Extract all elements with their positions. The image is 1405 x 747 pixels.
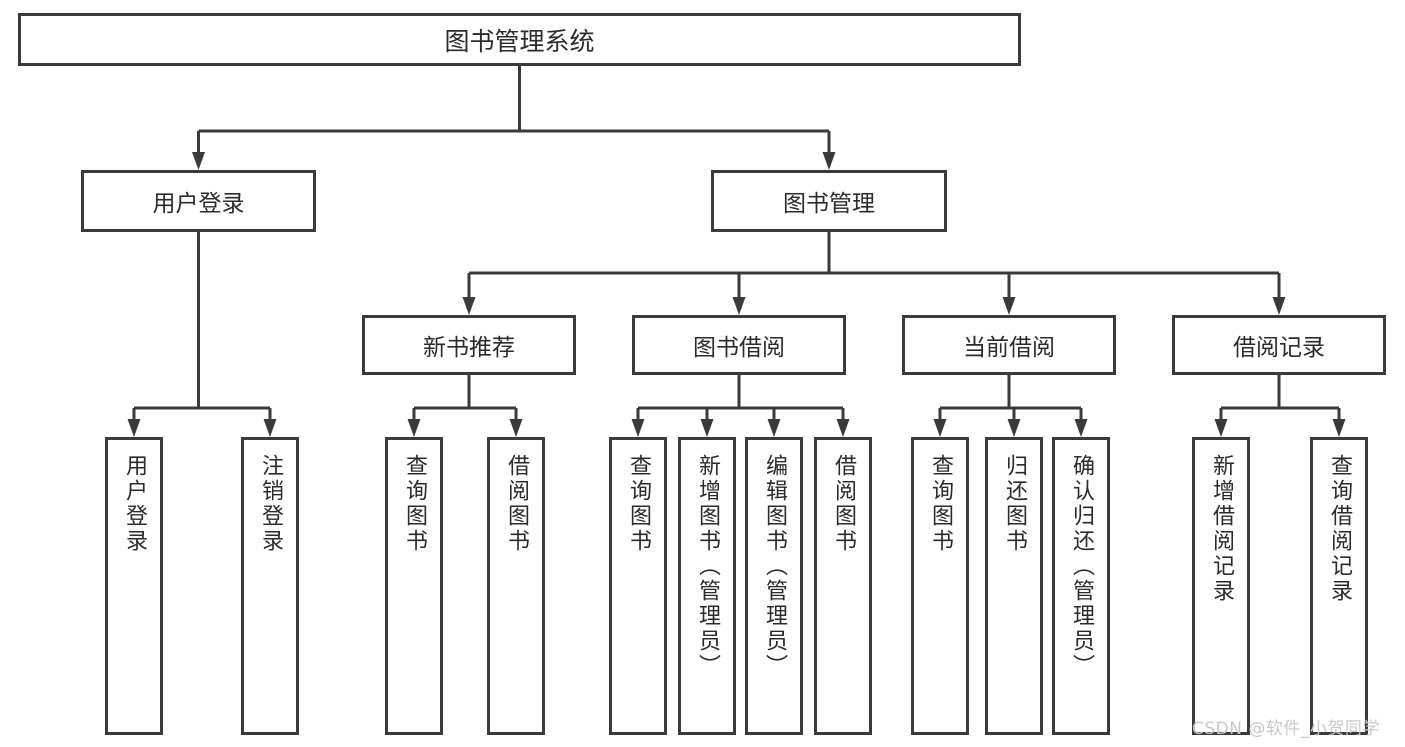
node-label: 归还图书 — [1002, 454, 1027, 554]
node-label: 新增借阅记录 — [1209, 454, 1234, 604]
node-leaf-query-book-3[interactable]: 查询图书 — [911, 437, 969, 735]
node-label: 确认归还（管理员） — [1069, 454, 1094, 679]
node-label: 用户登录 — [122, 454, 147, 554]
node-label: 图书借阅 — [693, 335, 785, 361]
node-leaf-confirm-return[interactable]: 确认归还（管理员） — [1052, 437, 1110, 735]
node-leaf-return-book[interactable]: 归还图书 — [985, 437, 1043, 735]
node-book-borrow[interactable]: 图书借阅 — [632, 315, 846, 375]
node-leaf-user-login[interactable]: 用户登录 — [105, 437, 163, 735]
node-label: 图书管理 — [783, 191, 875, 217]
node-label: 查询图书 — [928, 454, 953, 554]
node-label: 新增图书（管理员） — [695, 454, 720, 679]
node-leaf-add-record[interactable]: 新增借阅记录 — [1192, 437, 1250, 735]
node-leaf-edit-book[interactable]: 编辑图书（管理员） — [745, 437, 803, 735]
node-root[interactable]: 图书管理系统 — [18, 13, 1021, 66]
node-leaf-borrow-book-2[interactable]: 借阅图书 — [814, 437, 872, 735]
node-borrow-record[interactable]: 借阅记录 — [1172, 315, 1386, 375]
node-label: 借阅记录 — [1233, 335, 1325, 361]
node-label: 编辑图书（管理员） — [762, 454, 787, 679]
node-leaf-borrow-book-1[interactable]: 借阅图书 — [487, 437, 545, 735]
node-label: 注销登录 — [258, 454, 283, 554]
node-label: 查询图书 — [402, 454, 427, 554]
node-label: 查询图书 — [626, 454, 651, 554]
node-label: 用户登录 — [152, 191, 245, 217]
csdn-watermark: CSDN @软件_小贺同学 — [1192, 719, 1380, 739]
node-label: 借阅图书 — [831, 454, 856, 554]
node-leaf-query-book-1[interactable]: 查询图书 — [385, 437, 443, 735]
node-label: 查询借阅记录 — [1327, 454, 1352, 604]
node-leaf-user-logout[interactable]: 注销登录 — [241, 437, 299, 735]
node-label: 新书推荐 — [423, 335, 515, 361]
node-new-book-rec[interactable]: 新书推荐 — [362, 315, 576, 375]
node-label: 当前借阅 — [963, 335, 1055, 361]
node-label: 借阅图书 — [504, 454, 529, 554]
node-label: 图书管理系统 — [444, 26, 595, 56]
node-leaf-query-record[interactable]: 查询借阅记录 — [1310, 437, 1368, 735]
node-user-login[interactable]: 用户登录 — [81, 170, 316, 232]
node-current-borrow[interactable]: 当前借阅 — [902, 315, 1116, 375]
node-leaf-query-book-2[interactable]: 查询图书 — [609, 437, 667, 735]
node-leaf-add-book[interactable]: 新增图书（管理员） — [678, 437, 736, 735]
node-book-manage[interactable]: 图书管理 — [711, 170, 947, 232]
